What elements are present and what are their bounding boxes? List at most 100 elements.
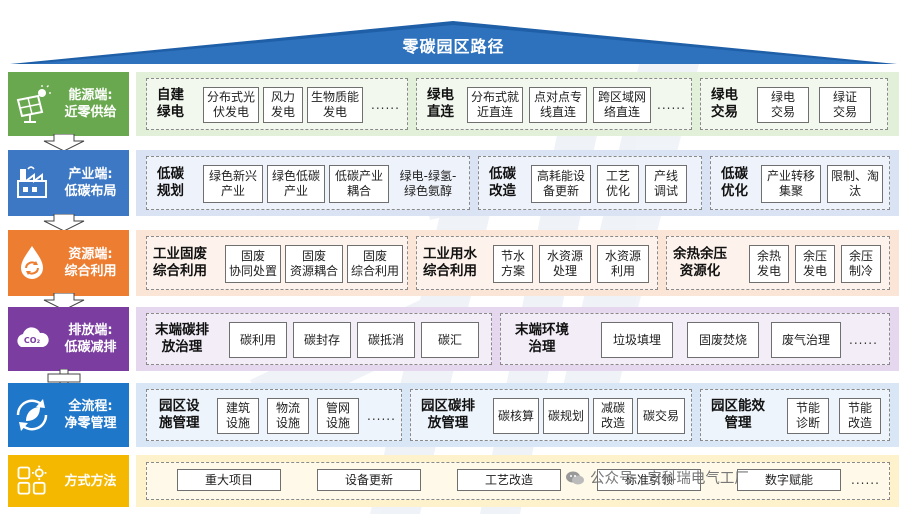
group-end-environment-governance: 末端环境治理 垃圾填埋 固废焚烧 废气治理 ...... [500,313,890,365]
item-box: 分布式光伏发电 [203,87,259,123]
wechat-icon [566,471,584,484]
group-title: 工业固废综合利用 [153,246,207,279]
group-title: 末端环境治理 [515,322,569,355]
water-recycle-icon [21,246,43,279]
row-label-industry: 产业端: 低碳布局 [8,150,129,216]
row-label-text: 排放端: 低碳减排 [52,322,129,356]
item-box: 碳抵消 [357,322,415,358]
more-dots: ...... [849,333,878,347]
group-methods: 重大项目 设备更新 工艺改造 标准引领 数字赋能 ...... [146,462,890,500]
row-label-text: 资源端: 综合利用 [52,246,129,280]
item-box: 废气治理 [771,322,841,358]
label-line: 低碳布局 [64,184,117,199]
group-title: 低碳改造 [489,166,516,199]
grid-gear-icon [17,465,47,495]
item-box: 点对点专线直连 [529,87,587,123]
solar-panel-icon [16,85,51,123]
item-box: 物流设施 [267,398,309,434]
item-box: 风力发电 [263,87,303,123]
row-band: 工业固废综合利用 固废协同处置 固废资源耦合 固废综合利用 工业用水综合利用 节… [136,230,899,296]
item-box: 重大项目 [177,469,281,491]
item-box: 碳利用 [229,322,287,358]
item-box: 工艺改造 [457,469,561,491]
group-low-carbon-planning: 低碳规划 绿色新兴产业 绿色低碳产业 低碳产业耦合 绿电-绿氢-绿色氨醇 [146,156,470,210]
item-box: 绿色新兴产业 [203,165,263,203]
group-park-facility-management: 园区设施管理 建筑设施 物流设施 管网设施 ...... [146,389,402,441]
row-methods: 方式方法 重大项目 设备更新 工艺改造 标准引领 数字赋能 ...... [8,455,899,507]
more-dots: ...... [851,473,880,487]
group-end-carbon-governance: 末端碳排放治理 碳利用 碳封存 碳抵消 碳汇 [146,313,492,365]
more-dots: ...... [657,98,686,112]
group-waste-heat-pressure: 余热余压资源化 余热发电 余压发电 余压制冷 [666,236,890,290]
page-title: 零碳园区路径 [402,37,505,56]
row-label-emission: CO₂ 排放端: 低碳减排 [8,307,129,371]
group-self-built-green-power: 自建绿电 分布式光伏发电 风力发电 生物质能发电 ...... [146,78,408,130]
row-band: 自建绿电 分布式光伏发电 风力发电 生物质能发电 ...... 绿电直连 分布式… [136,72,899,136]
item-box: 固废焚烧 [687,322,759,358]
label-line: 净零管理 [64,416,117,431]
co2-icon-text: CO₂ [24,336,41,345]
item-box: 水资源利用 [597,245,649,283]
item-box: 固废协同处置 [225,245,281,283]
row-band: 重大项目 设备更新 工艺改造 标准引领 数字赋能 ...... [136,455,899,507]
item-box: 低碳产业耦合 [329,165,389,203]
group-title: 余热余压资源化 [673,246,727,279]
row-band: 园区设施管理 建筑设施 物流设施 管网设施 ...... 园区碳排放管理 碳核算… [136,383,899,447]
group-park-carbon-management: 园区碳排放管理 碳核算 碳规划 减碳改造 碳交易 [410,389,692,441]
watermark-text: 公众号 · 安科瑞电气工厂 [590,471,749,487]
recycle-leaf-icon [16,399,48,431]
item-box: 碳封存 [293,322,351,358]
item-box: 碳汇 [421,322,479,358]
down-arrow [43,293,85,311]
item-box: 节能改造 [839,398,881,434]
row-label-text: 产业端: 低碳布局 [52,166,129,200]
row-full-process: 全流程: 净零管理 园区设施管理 建筑设施 物流设施 管网设施 ...... 园… [8,383,899,447]
item-box: 节水方案 [493,245,533,283]
item-box: 节能诊断 [787,398,829,434]
item-box: 固废资源耦合 [285,245,343,283]
group-title: 园区碳排放管理 [421,398,475,431]
group-low-carbon-retrofit: 低碳改造 高耗能设备更新 工艺优化 产线调试 [478,156,702,210]
item-box: 管网设施 [317,398,359,434]
label-line: 低碳减排 [64,340,117,355]
label-line: 能源端: [68,88,113,103]
item-box: 高耗能设备更新 [531,165,591,203]
group-title: 绿电直连 [427,87,454,120]
plain-item: 绿电-绿氢-绿色氨醇 [399,169,457,198]
row-label-text: 方式方法 [52,473,129,490]
row-label-text: 能源端: 近零供给 [52,87,129,121]
group-title: 自建绿电 [157,87,184,120]
row-label-resource: 资源端: 综合利用 [8,230,129,296]
item-box: 碳交易 [637,398,685,434]
roof-header [10,21,897,64]
label-line: 近零供给 [64,105,117,120]
more-dots: ...... [367,409,396,423]
item-box: 绿色低碳产业 [267,165,325,203]
group-low-carbon-optimization: 低碳优化 产业转移集聚 限制、淘汰 [710,156,890,210]
group-industrial-water: 工业用水综合利用 节水方案 水资源处理 水资源利用 [416,236,658,290]
item-box: 碳核算 [493,398,539,434]
label-line: 全流程: [68,399,113,414]
item-box: 减碳改造 [593,398,633,434]
item-box: 标准引领 [597,469,701,491]
group-title: 低碳优化 [721,166,748,199]
group-title: 园区能效管理 [711,398,765,431]
item-box: 余压制冷 [841,245,881,283]
group-title: 园区设施管理 [159,398,200,431]
label-line: 方式方法 [64,473,117,489]
more-dots: ...... [371,98,400,112]
row-band: 低碳规划 绿色新兴产业 绿色低碳产业 低碳产业耦合 绿电-绿氢-绿色氨醇 低碳改… [136,150,899,216]
item-box: 余压发电 [795,245,835,283]
item-box: 跨区域网络直连 [593,87,651,123]
group-green-power-direct: 绿电直连 分布式就近直连 点对点专线直连 跨区域网络直连 ...... [416,78,692,130]
watermark: 公众号 · 安科瑞电气工厂 [565,467,749,488]
item-box: 限制、淘汰 [827,165,883,203]
down-arrow [43,134,85,152]
row-label-energy: 能源端: 近零供给 [8,72,129,136]
group-title: 绿电交易 [711,87,738,120]
group-title: 工业用水综合利用 [423,246,477,279]
item-box: 产线调试 [645,165,687,203]
item-box: 垃圾填埋 [601,322,673,358]
down-arrow [43,214,85,232]
factory-icon [17,166,47,198]
